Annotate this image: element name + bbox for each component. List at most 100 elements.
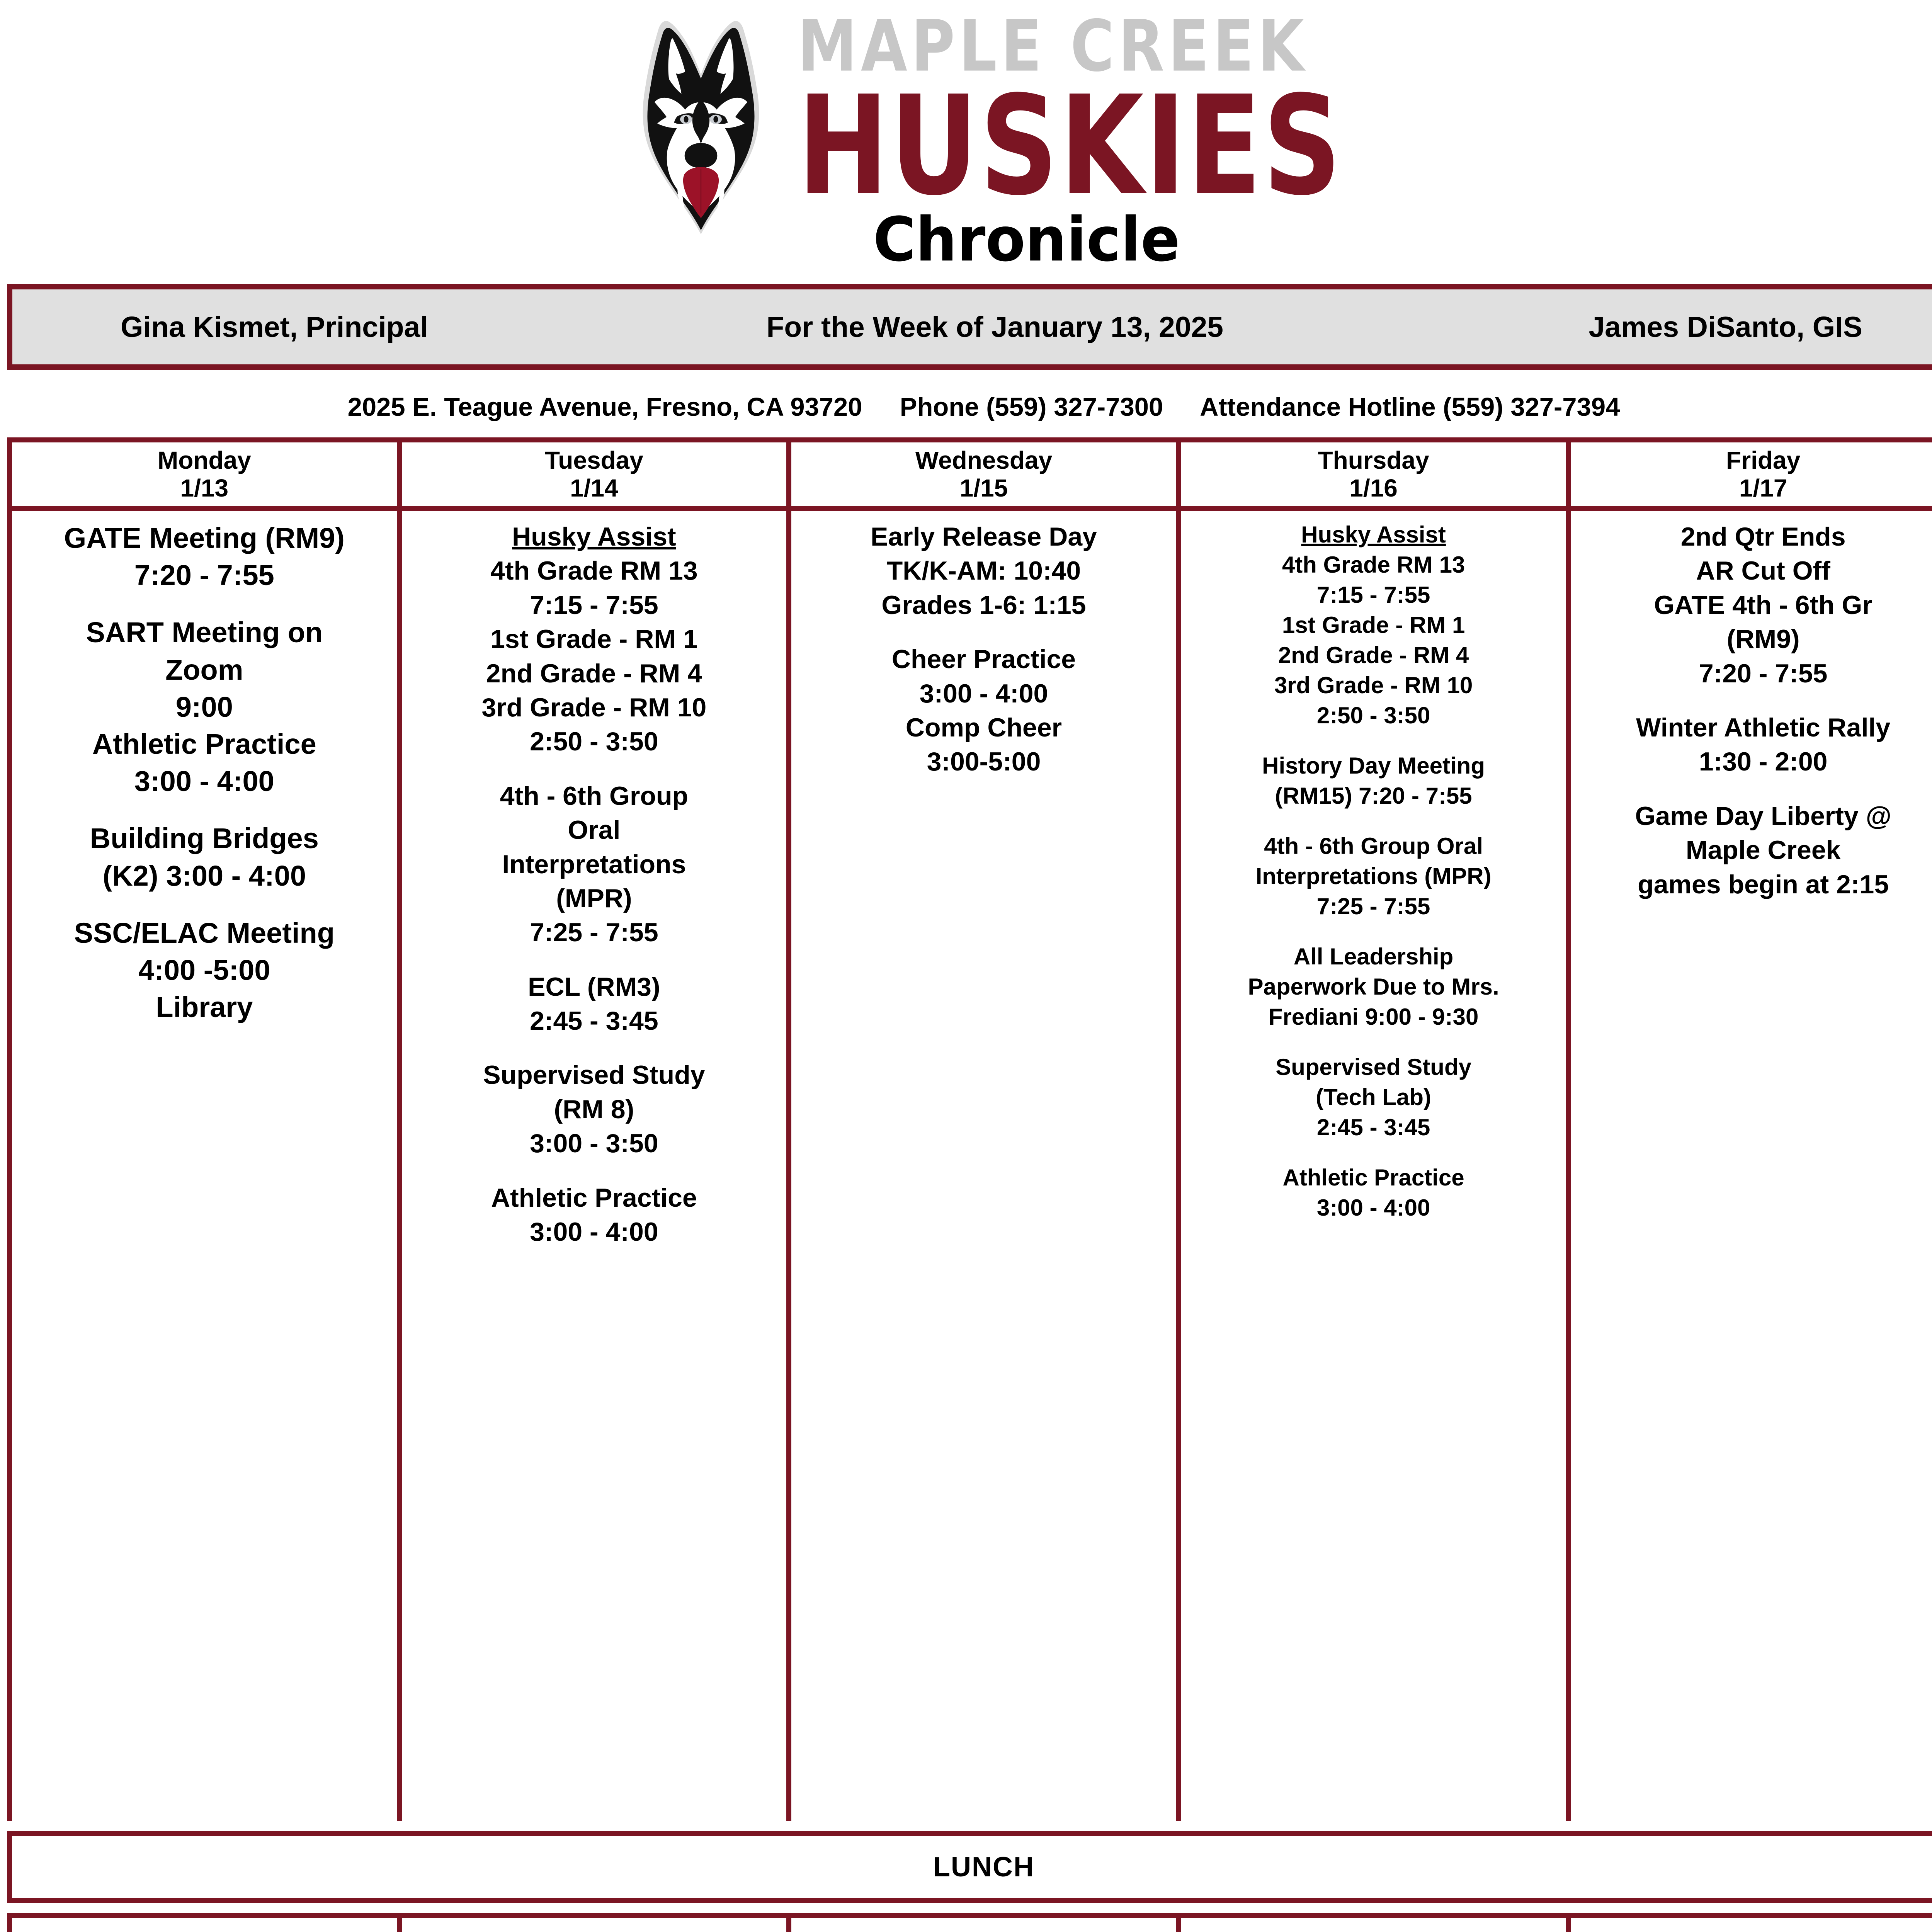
day-name: Wednesday <box>915 446 1053 474</box>
lunch-banner: LUNCH <box>7 1831 1932 1903</box>
event-line: 1st Grade - RM 1 <box>490 624 698 654</box>
event-block: Supervised Study (Tech Lab) 2:45 - 3:45 <box>1190 1052 1558 1143</box>
event-line: 4th - 6th Group <box>500 781 689 811</box>
event-line: Athletic Practice <box>491 1183 697 1213</box>
event-line: 4th Grade RM 13 <box>490 556 698 586</box>
day-date: 1/16 <box>1349 474 1398 502</box>
event-block: Husky Assist 4th Grade RM 13 7:15 - 7:55 1… <box>410 520 778 759</box>
event-line: 7:15 - 7:55 <box>1316 582 1430 608</box>
event-line: (Tech Lab) <box>1316 1084 1432 1110</box>
event-block: History Day Meeting (RM15) 7:20 - 7:55 <box>1190 751 1558 811</box>
lunch-label: LUNCH <box>933 1852 1034 1883</box>
event-line: Maple Creek <box>1685 835 1841 865</box>
school-phone: Phone (559) 327-7300 <box>900 393 1163 422</box>
event-line: 2nd Qtr Ends <box>1680 522 1846 551</box>
lunch-menu-cell: Chicken Tamale orCheese Nachos <box>401 1913 792 1932</box>
school-address: 2025 E. Teague Avenue, Fresno, CA 93720 <box>347 393 862 422</box>
event-block: Husky Assist 4th Grade RM 13 7:15 - 7:55 1… <box>1190 520 1558 731</box>
event-line: Winter Athletic Rally <box>1636 713 1891 742</box>
event-line: Athletic Practice <box>1282 1165 1464 1190</box>
event-line: 7:25 - 7:55 <box>530 918 658 947</box>
event-line: GATE 4th - 6th Gr <box>1654 590 1872 620</box>
event-line: GATE Meeting (RM9) <box>64 522 345 554</box>
event-line: History Day Meeting <box>1262 753 1485 779</box>
event-line: 7:15 - 7:55 <box>530 590 658 620</box>
lunch-menu-row: Pepperoni PizzaPocket orCheese PizzaChic… <box>7 1913 1932 1932</box>
event-line: Early Release Day <box>871 522 1097 551</box>
event-line: Husky Assist <box>512 522 676 551</box>
event-line: 2:45 - 3:45 <box>530 1006 658 1036</box>
event-line: Interpretations <box>502 849 686 879</box>
event-line: Building Bridges <box>90 822 319 855</box>
event-line: 9:00 <box>175 690 233 723</box>
event-line: SSC/ELAC Meeting <box>74 917 335 949</box>
event-line: (RM 8) <box>554 1094 634 1124</box>
masthead-maple-creek: MAPLE CREEK <box>797 5 1308 88</box>
event-line: 2:45 - 3:45 <box>1316 1114 1430 1140</box>
day-name: Thursday <box>1318 446 1429 474</box>
day-date: 1/14 <box>570 474 618 502</box>
day-name: Friday <box>1726 446 1801 474</box>
event-line: Comp Cheer <box>905 713 1062 742</box>
event-line: Athletic Practice <box>92 728 316 760</box>
day-name: Tuesday <box>544 446 643 474</box>
event-line: (MPR) <box>556 883 632 913</box>
lunch-menu-cell: Pasta w/ Meat Sauce &Dinner Roll orGrill… <box>1181 1913 1571 1932</box>
event-block-list: Husky Assist 4th Grade RM 13 7:15 - 7:55 1… <box>410 520 778 1249</box>
gis-name: James DiSanto, GIS <box>1588 311 1862 343</box>
event-line: 3:00 - 4:00 <box>919 679 1048 708</box>
event-line: 4th - 6th Group Oral <box>1264 833 1483 859</box>
event-line: (RM15) 7:20 - 7:55 <box>1275 783 1472 809</box>
event-line: ECL (RM3) <box>528 972 660 1002</box>
masthead: MAPLE CREEK HUSKIES Chronicle <box>0 0 1932 284</box>
event-line: 3:00-5:00 <box>927 747 1041 777</box>
event-line: 3rd Grade - RM 10 <box>1274 672 1473 698</box>
event-line: 2:50 - 3:50 <box>530 727 658 757</box>
event-line: Husky Assist <box>1301 522 1446 548</box>
event-line: Interpretations (MPR) <box>1255 863 1492 889</box>
principal-name: Gina Kismet, Principal <box>121 311 429 343</box>
day-date: 1/13 <box>180 474 229 502</box>
staff-bar: Gina Kismet, Principal For the Week of J… <box>7 284 1932 370</box>
event-block: Supervised Study(RM 8)3:00 - 3:50 <box>410 1058 778 1160</box>
event-line: Game Day Liberty @ <box>1635 801 1891 831</box>
event-line: games begin at 2:15 <box>1638 869 1889 899</box>
event-line: 3:00 - 3:50 <box>530 1129 658 1158</box>
event-line: Paperwork Due to Mrs. <box>1248 974 1499 1000</box>
event-line: SART Meeting on <box>86 616 323 649</box>
address-line: 2025 E. Teague Avenue, Fresno, CA 93720 … <box>0 370 1932 437</box>
event-line: (RM9) <box>1726 624 1800 654</box>
event-line: 2nd Grade - RM 4 <box>486 658 702 688</box>
event-line: Oral <box>568 815 621 845</box>
husky-head-icon <box>608 4 794 236</box>
event-line: (K2) 3:00 - 4:00 <box>102 859 306 892</box>
event-line: Frediani 9:00 - 9:30 <box>1268 1004 1479 1030</box>
event-line: 1st Grade - RM 1 <box>1282 612 1465 638</box>
event-line: 4:00 -5:00 <box>138 954 270 986</box>
event-line: 4th Grade RM 13 <box>1282 552 1465 578</box>
masthead-chronicle: Chronicle <box>873 204 1180 275</box>
event-line: Supervised Study <box>1276 1054 1471 1080</box>
event-block: Game Day Liberty @ Maple Creek games begin… <box>1579 799 1932 901</box>
attendance-hotline: Attendance Hotline (559) 327-7394 <box>1200 393 1620 422</box>
event-line: TK/K-AM: 10:40 <box>886 556 1081 586</box>
